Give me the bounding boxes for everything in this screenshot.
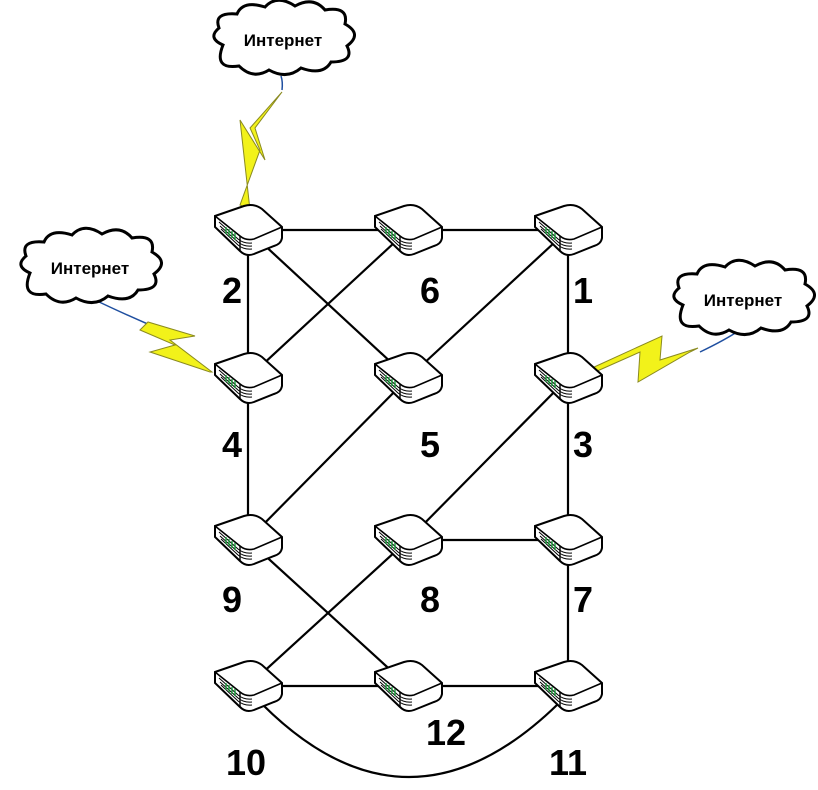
router-label: 4 (222, 424, 242, 465)
router-4[interactable]: 4 (214, 352, 283, 465)
router-icon (214, 514, 283, 566)
router-5[interactable]: 5 (374, 352, 443, 465)
router-icon (534, 514, 603, 566)
lightning-bolt-icon (591, 335, 699, 383)
router-label: 11 (549, 742, 587, 783)
internet-link-cloud-right-to-3 (591, 329, 741, 383)
link-5-9 (247, 377, 409, 541)
router-label: 5 (420, 424, 440, 465)
lightning-bolt-icon (139, 321, 214, 373)
cloud-label: Интернет (244, 31, 322, 50)
link-1-5 (407, 229, 569, 379)
router-10[interactable]: 10 (214, 660, 283, 783)
router-icon (374, 204, 443, 256)
router-icon (374, 352, 443, 404)
router-3[interactable]: 3 (534, 352, 603, 465)
router-9[interactable]: 9 (214, 514, 283, 620)
router-icon (534, 660, 603, 712)
router-11[interactable]: 11 (534, 660, 603, 783)
internet-cloud-right: Интернет (672, 258, 817, 337)
router-label: 12 (426, 712, 466, 753)
link-6-4 (247, 229, 409, 379)
router-label: 9 (222, 579, 242, 620)
link-10-11 (261, 703, 559, 779)
cloud-label: Интернет (704, 291, 782, 310)
router-icon (534, 204, 603, 256)
router-1[interactable]: 1 (534, 204, 603, 311)
router-label: 1 (573, 270, 593, 311)
lightning-bolt-icon (239, 91, 283, 211)
router-icon (374, 514, 443, 566)
router-6[interactable]: 6 (374, 204, 443, 311)
router-label: 2 (222, 270, 242, 311)
router-icon (214, 660, 283, 712)
internet-link-cloud-left-to-4 (94, 299, 214, 373)
router-2[interactable]: 2 (214, 204, 283, 311)
internet-link-cloud-top-to-2 (239, 75, 284, 211)
router-icon (214, 352, 283, 404)
internet-cloud-left: Интернет (19, 226, 164, 305)
router-icon (374, 660, 443, 712)
router-label: 7 (573, 579, 593, 620)
router-label: 3 (573, 424, 593, 465)
router-8[interactable]: 8 (374, 514, 443, 620)
router-12[interactable]: 12 (374, 660, 466, 753)
router-label: 6 (420, 270, 440, 311)
cloud-label: Интернет (51, 259, 129, 278)
router-icon (534, 352, 603, 404)
router-label: 8 (420, 579, 440, 620)
link-8-10 (247, 539, 409, 687)
router-icon (214, 204, 283, 256)
internet-cloud-top: Интернет (212, 0, 357, 77)
router-label: 10 (226, 742, 266, 783)
router-7[interactable]: 7 (534, 514, 603, 620)
link-3-8 (407, 377, 569, 541)
